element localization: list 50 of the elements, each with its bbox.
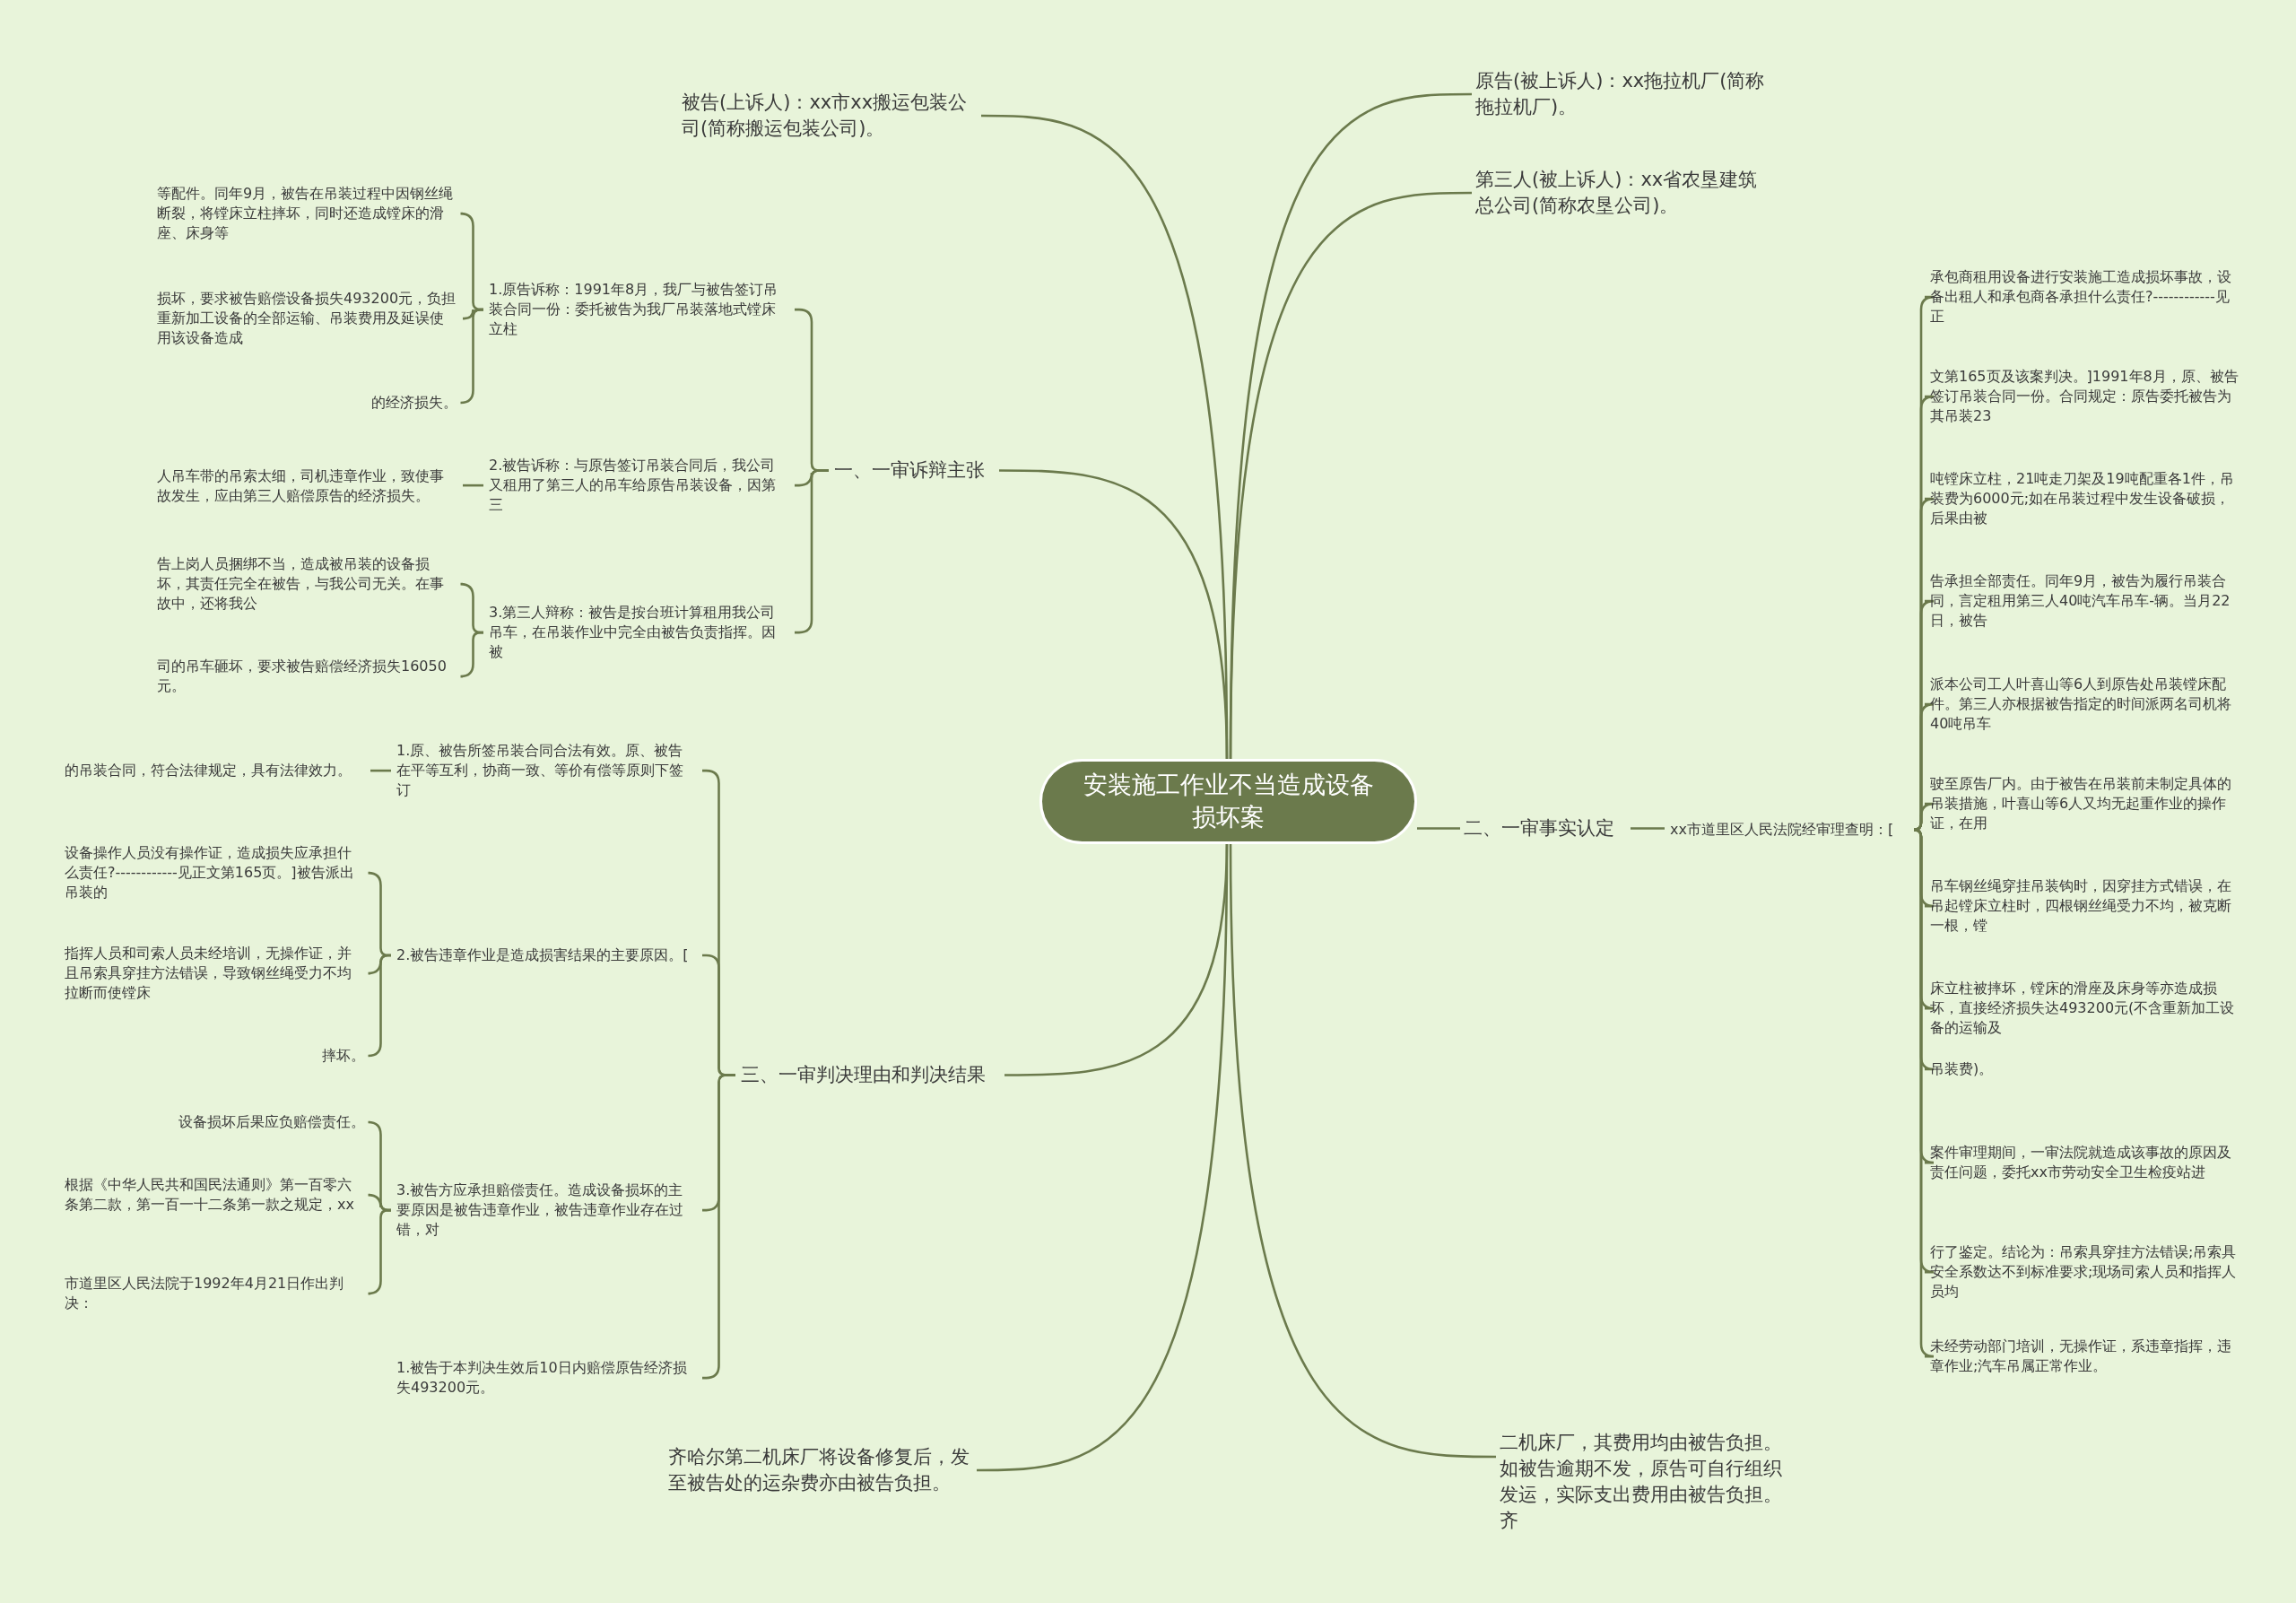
branch-text: 三、一审判决理由和判决结果 bbox=[741, 1062, 1001, 1088]
branch-text: 第三人(被上诉人)：xx省农垦建筑总公司(简称农垦公司)。 bbox=[1475, 167, 1771, 219]
note-text: 案件审理期间，一审法院就造成该事故的原因及责任问题，委托xx市劳动安全卫生检疫站进 bbox=[1930, 1143, 2239, 1183]
note-text: 损坏，要求被告赔偿设备损失493200元，负担重新加工设备的全部运输、吊装费用及延误使用该设备造成 bbox=[157, 289, 457, 349]
note-text: 摔坏。 bbox=[322, 1046, 365, 1067]
connector-line bbox=[367, 954, 391, 1058]
note-text: 吊车钢丝绳穿挂吊装钩时，因穿挂方式错误，在吊起镗床立柱时，四根钢丝绳受力不均，被克断一根，镗 bbox=[1930, 876, 2239, 937]
note-text: 驶至原告厂内。由于被告在吊装前未制定具体的吊装措施，叶喜山等6人又均无起重作业的操作证，在用 bbox=[1930, 774, 2239, 834]
note-text: 行了鉴定。结论为：吊索具穿挂方法错误;吊索具安全系数达不到标准要求;现场司索人员和指挥人员均 bbox=[1930, 1242, 2239, 1302]
connector-line bbox=[459, 631, 483, 678]
note-text: 人吊车带的吊索太细，司机违章作业，致使事故发生，应由第三人赔偿原告的经济损失。 bbox=[157, 466, 457, 507]
note-text: 派本公司工人叶喜山等6人到原告处吊装镗床配件。第三人亦根据被告指定的时间派两名司机将40吨吊车 bbox=[1930, 675, 2239, 735]
connector-line bbox=[370, 769, 391, 772]
connector-line bbox=[463, 484, 483, 487]
connector-line bbox=[367, 1208, 391, 1295]
connector-line bbox=[1417, 827, 1460, 830]
note-text: 1.被告于本判决生效后10日内赔偿原告经济损失493200元。 bbox=[396, 1358, 697, 1398]
note-text: 市道里区人民法院于1992年4月21日作出判决： bbox=[65, 1274, 365, 1314]
note-text: 司的吊车砸坏，要求被告赔偿经济损失16050元。 bbox=[157, 657, 457, 697]
connector-line bbox=[1631, 827, 1665, 830]
note-text: 2.被告诉称：与原告签订吊装合同后，我公司又租用了第三人的吊车给原告吊装设备，因第三 bbox=[489, 456, 789, 516]
note-text: 的吊装合同，符合法律规定，具有法律效力。 bbox=[65, 761, 365, 781]
note-text: 指挥人员和司索人员未经培训，无操作证，并且吊索具穿挂方法错误，导致钢丝绳受力不均拉断而使镗床 bbox=[65, 944, 365, 1004]
note-text: 文第165页及该案判决。]1991年8月，原、被告签订吊装合同一份。合同规定：原告委托被告为其吊装23 bbox=[1930, 367, 2239, 427]
branch-text: 一、一审诉辩主张 bbox=[834, 457, 996, 484]
note-text: 1.原告诉称：1991年8月，我厂与被告签订吊装合同一份：委托被告为我厂吊装落地式镗床立柱 bbox=[489, 280, 789, 340]
note-text: 吨镗床立柱，21吨走刀架及19吨配重各1件，吊装费为6000元;如在吊装过程中发生设备破损，后果由被 bbox=[1930, 469, 2239, 529]
branch-text: 原告(被上诉人)：xx拖拉机厂(简称拖拉机厂)。 bbox=[1475, 68, 1771, 120]
branch-text: 被告(上诉人)：xx市xx搬运包装公司(简称搬运包装公司)。 bbox=[682, 90, 978, 142]
note-text: 1.原、被告所签吊装合同合法有效。原、被告在平等互利，协商一致、等价有偿等原则下签订 bbox=[396, 741, 697, 801]
note-text: 3.被告方应承担赔偿责任。造成设备损坏的主要原因是被告违章作业，被告违章作业存在过错，对 bbox=[396, 1180, 697, 1241]
note-text: 等配件。同年9月，被告在吊装过程中因钢丝绳断裂，将镗床立柱摔坏，同时还造成镗床的滑座、床身等 bbox=[157, 184, 457, 244]
branch-text: 齐哈尔第二机床厂将设备修复后，发至被告处的运杂费亦由被告负担。 bbox=[668, 1444, 973, 1496]
note-text: 承包商租用设备进行安装施工造成损坏事故，设备出租人和承包商各承担什么责任?------------见正 bbox=[1930, 267, 2239, 327]
central-topic: 安装施工作业不当造成设备损坏案 bbox=[1039, 759, 1417, 844]
note-text: 设备操作人员没有操作证，造成损失应承担什么责任?------------见正文第165页。]被告派出吊装的 bbox=[65, 843, 365, 903]
note-text: 吊装费)。 bbox=[1930, 1059, 2239, 1080]
connector-line bbox=[459, 308, 483, 405]
note-text: 的经济损失。 bbox=[371, 393, 457, 414]
note-text: 床立柱被摔坏，镗床的滑座及床身等亦造成损坏，直接经济损失达493200元(不含重新加工设备的运输及 bbox=[1930, 979, 2239, 1039]
note-text: xx市道里区人民法院经审理查明：[ bbox=[1670, 820, 1912, 841]
note-text: 根据《中华人民共和国民法通则》第一百零六条第二款，第一百一十二条第一款之规定，xx bbox=[65, 1175, 365, 1215]
note-text: 未经劳动部门培训，无操作证，系违章指挥，违章作业;汽车吊属正常作业。 bbox=[1930, 1337, 2239, 1377]
note-text: 设备损坏后果应负赔偿责任。 bbox=[178, 1112, 365, 1133]
note-text: 告上岗人员捆绑不当，造成被吊装的设备损坏，其责任完全在被告，与我公司无关。在事故中，还将我公 bbox=[157, 554, 457, 614]
note-text: 告承担全部责任。同年9月，被告为履行吊装合同，言定租用第三人40吨汽车吊车-辆。当月22日，被告 bbox=[1930, 571, 2239, 632]
branch-text: 二机床厂，其费用均由被告负担。如被告逾期不发，原告可自行组织发运，实际支出费用由被告负担。齐 bbox=[1500, 1430, 1796, 1534]
note-text: 2.被告违章作业是造成损害结果的主要原因。[ bbox=[396, 945, 697, 966]
note-text: 3.第三人辩称：被告是按台班计算租用我公司吊车，在吊装作业中完全由被告负责指挥。因被 bbox=[489, 603, 789, 663]
branch-text: 二、一审事实认定 bbox=[1464, 815, 1625, 841]
